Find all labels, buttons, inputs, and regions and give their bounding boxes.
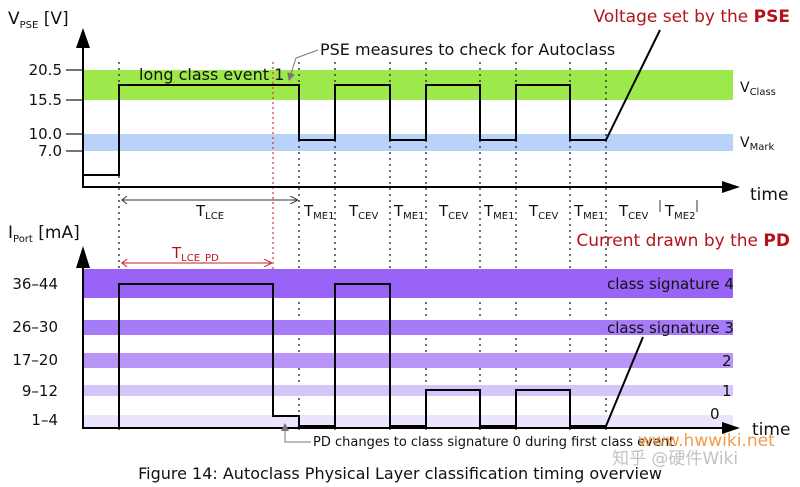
vclass-label: VClass — [740, 80, 776, 98]
svg-text:TCEV: TCEV — [348, 202, 378, 222]
voltage-waveform — [83, 29, 661, 176]
vmark-label: VMark — [740, 135, 774, 153]
band-class-2 — [83, 353, 733, 368]
segment-labels: TLCE TME1 TCEV TME1 TCEV TME1 TCEV TME1 … — [195, 202, 695, 222]
svg-text:9–12: 9–12 — [22, 382, 58, 400]
watermark-zhihu: 知乎 @硬件Wiki — [612, 449, 738, 469]
current-title: Current drawn by the PD — [576, 231, 790, 251]
band-class-3 — [83, 320, 733, 335]
tlce-arrow-left — [121, 195, 128, 205]
tick-15-5: 15.5 — [29, 91, 62, 109]
tlce-pd-label: TLCE_PD — [171, 244, 219, 264]
long-class-event-label: long class event 1 — [139, 65, 284, 84]
pd-note: PD changes to class signature 0 during f… — [313, 435, 674, 450]
svg-text:class signature 3: class signature 3 — [607, 319, 734, 337]
voltage-y-arrow — [76, 28, 90, 48]
svg-text:26–30: 26–30 — [12, 318, 58, 336]
vmark-band — [83, 134, 733, 151]
tick-20-5: 20.5 — [29, 61, 62, 79]
svg-text:1: 1 — [722, 382, 732, 400]
current-x-arrow — [722, 422, 740, 434]
tick-10-0: 10.0 — [29, 125, 62, 143]
svg-text:class signature 4: class signature 4 — [607, 275, 734, 293]
current-range-labels: 36–44 26–30 17–20 9–12 1–4 — [12, 275, 58, 429]
svg-text:2: 2 — [722, 352, 732, 370]
svg-text:TLCE: TLCE — [195, 202, 224, 222]
tlce-pd-arrow-left — [121, 258, 128, 268]
svg-text:TME2: TME2 — [664, 202, 695, 222]
svg-text:TME1: TME1 — [483, 202, 514, 222]
svg-text:17–20: 17–20 — [12, 351, 58, 369]
svg-text:TCEV: TCEV — [528, 202, 558, 222]
vpse-axis-label: VPSE [V] — [8, 9, 69, 31]
pse-measures-leader — [287, 49, 319, 81]
phase-dividers — [118, 62, 607, 430]
voltage-ticks: 20.5 15.5 10.0 7.0 — [29, 61, 82, 160]
pse-measures-note: PSE measures to check for Autoclass — [320, 40, 615, 59]
current-y-arrow — [76, 246, 90, 268]
iport-axis-label: IPort [mA] — [8, 223, 80, 245]
svg-text:0: 0 — [710, 405, 720, 423]
figure-caption: Figure 14: Autoclass Physical Layer clas… — [138, 464, 662, 483]
voltage-x-arrow — [722, 181, 740, 193]
current-time-label: time — [752, 420, 790, 440]
tme2-bracket — [659, 200, 698, 212]
svg-text:1–4: 1–4 — [31, 411, 58, 429]
tick-7-0: 7.0 — [38, 142, 62, 160]
svg-text:TME1: TME1 — [573, 202, 604, 222]
svg-text:36–44: 36–44 — [12, 275, 58, 293]
band-class-1 — [83, 385, 733, 396]
current-waveform — [83, 283, 644, 429]
pd-note-leader — [281, 423, 311, 443]
class-signature-labels: class signature 4 class signature 3 2 1 … — [607, 275, 734, 423]
svg-text:TME1: TME1 — [303, 202, 334, 222]
svg-text:TME1: TME1 — [393, 202, 424, 222]
voltage-y-axis — [82, 44, 725, 188]
voltage-title: Voltage set by the PSE — [594, 7, 790, 27]
svg-text:TCEV: TCEV — [438, 202, 468, 222]
svg-text:TCEV: TCEV — [618, 202, 648, 222]
voltage-time-label: time — [750, 185, 788, 205]
watermark-site: www.hwwiki.net — [638, 431, 775, 451]
